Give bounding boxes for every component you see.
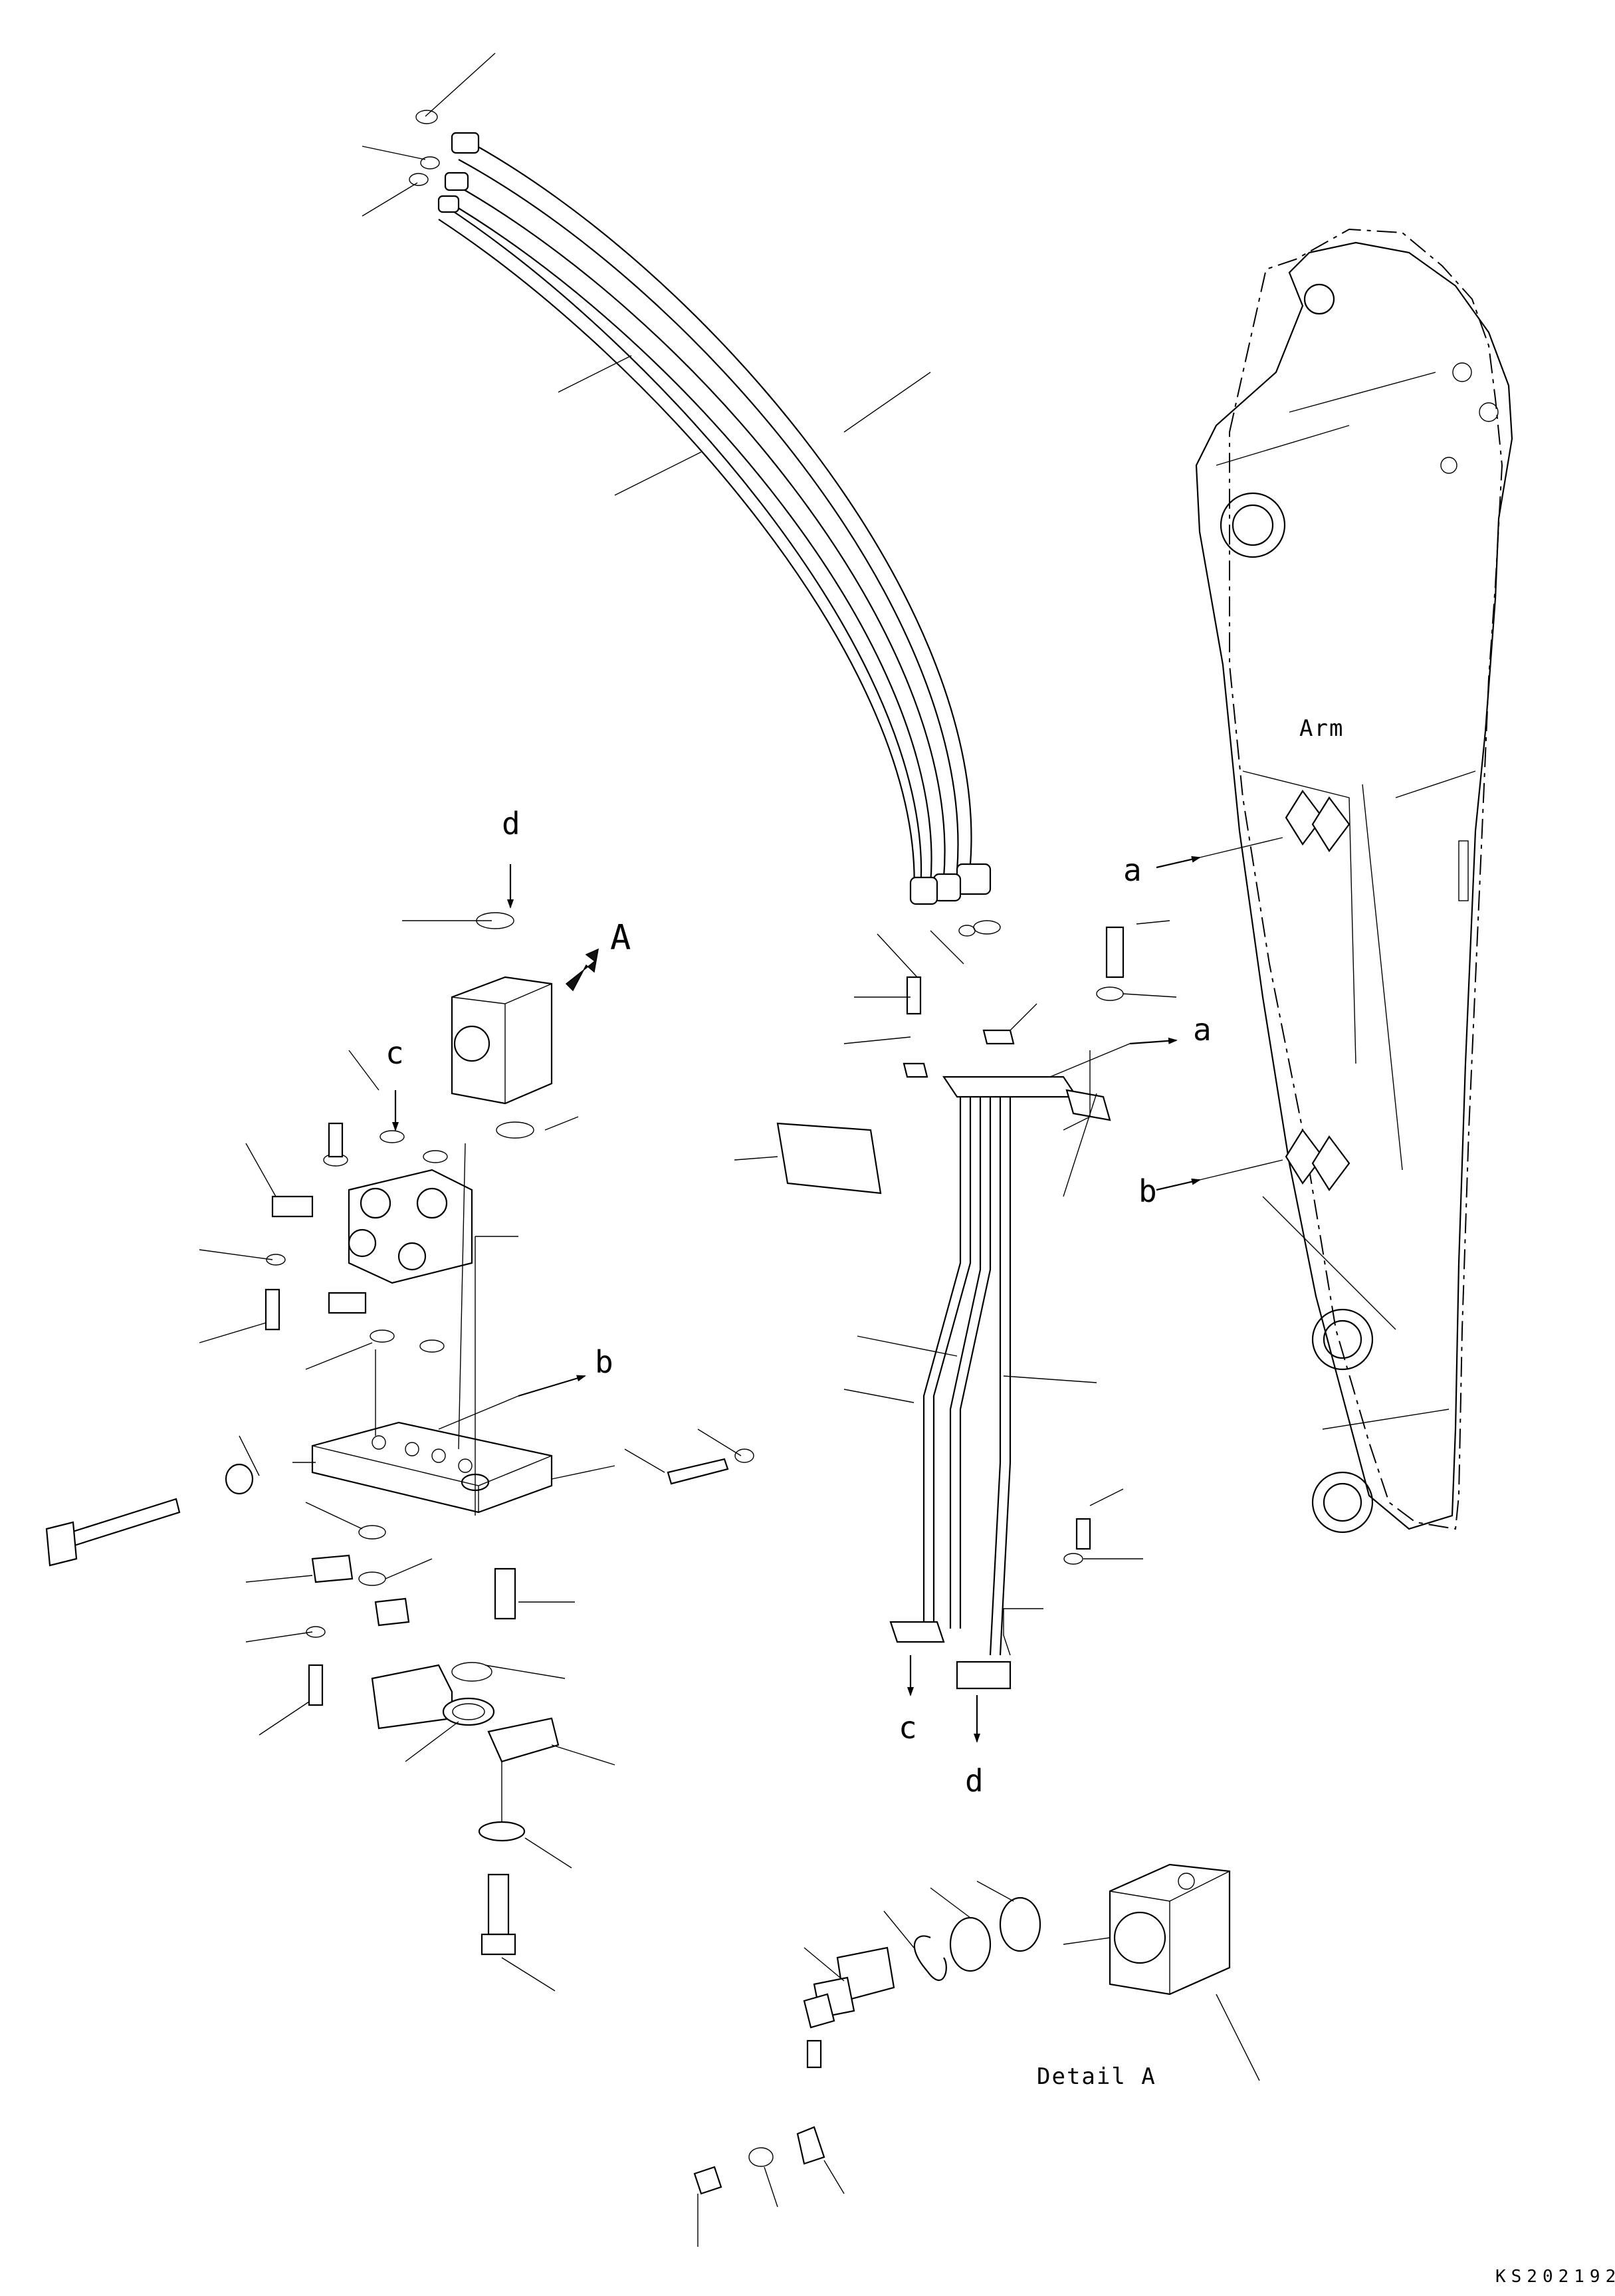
drawing-code: KS202192 xyxy=(1495,2267,1615,2287)
valve-assembly-left xyxy=(45,912,615,1992)
ref-label-d-top: d xyxy=(502,806,520,842)
detail-a-assembly xyxy=(693,1863,1260,2247)
ref-label-b-arm: b xyxy=(1138,1173,1157,1209)
pipe-assembly-right xyxy=(624,920,1177,1690)
view-arrow-icon xyxy=(565,948,599,992)
ref-label-a-arm: a xyxy=(1123,852,1142,888)
arm-assembly xyxy=(1195,228,1513,1534)
reference-arrows xyxy=(392,837,1283,1743)
ref-label-a-pipe: a xyxy=(1193,1012,1212,1048)
arm-label: Arm xyxy=(1299,715,1344,742)
ref-label-c-left: c xyxy=(385,1035,404,1071)
detail-a-label: Detail A xyxy=(1037,2063,1156,2090)
hose-bundle-upper xyxy=(362,53,992,905)
ref-label-d-bottom: d xyxy=(965,1763,984,1799)
ref-label-b-left: b xyxy=(595,1344,613,1380)
view-marker-label: A xyxy=(610,918,631,958)
labels: Arm A d c b a a b c d Detail A KS202192 xyxy=(385,715,1615,2287)
ref-label-c-bottom: c xyxy=(899,1710,917,1746)
